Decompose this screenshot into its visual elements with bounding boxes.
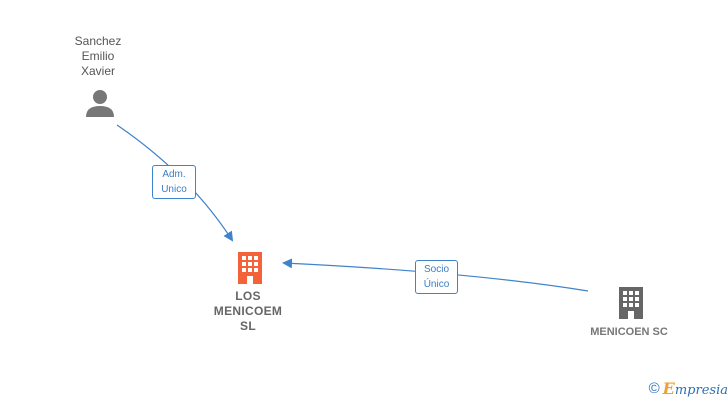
building-icon[interactable] (235, 250, 265, 284)
building-icon[interactable] (616, 285, 646, 319)
person-icon[interactable] (85, 88, 115, 118)
person-name-label: Sanchez Emilio Xavier (74, 34, 122, 78)
empresia-logo[interactable]: Empresia (662, 378, 728, 398)
copyright-icon: © (648, 379, 660, 397)
edge-label-adm-unico: Adm. Unico (152, 165, 196, 199)
edge-label-socio-unico: Socio Único (415, 260, 458, 294)
brand-footer: © Empresia (649, 378, 728, 398)
partner-company-label[interactable]: MENICOEN SC (590, 326, 668, 338)
main-company-label[interactable]: LOS MENICOEM SL (213, 289, 283, 333)
